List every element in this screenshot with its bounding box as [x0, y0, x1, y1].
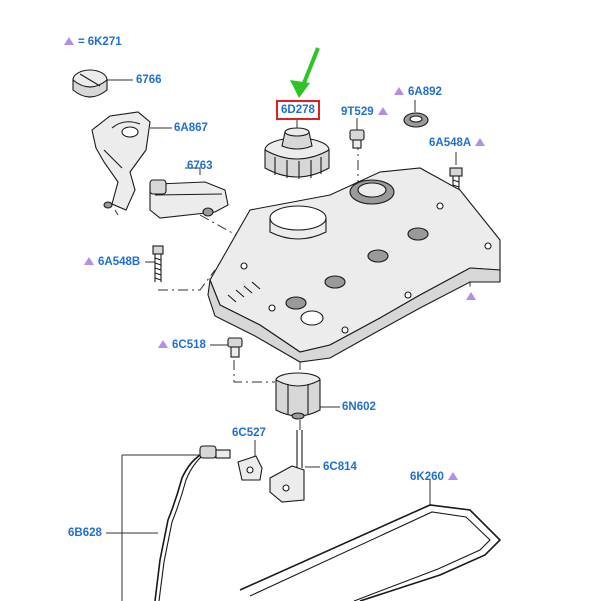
- purple-triangle-icon: [84, 257, 94, 265]
- sealing-plug-part: [349, 129, 365, 149]
- label-6a892-text: 6A892: [408, 86, 442, 98]
- separator-cap-part: [275, 372, 321, 420]
- label-9t529-text: 9T529: [341, 106, 374, 118]
- label-6n602: 6N602: [342, 401, 376, 413]
- label-9t529: 9T529: [341, 105, 388, 119]
- label-6c518: 6C518: [158, 338, 206, 352]
- label-6k260: 6K260: [410, 470, 458, 484]
- label-6b628: 6B628: [68, 527, 102, 539]
- leader-lines: [105, 79, 457, 601]
- label-6d278-highlighted: 6D278: [276, 100, 320, 120]
- stud-bolt-b-part: [152, 245, 164, 282]
- label-6766: 6766: [136, 74, 162, 86]
- oil-dipstick-tube-part: [154, 445, 231, 601]
- oil-level-sensor-part: [269, 430, 305, 503]
- marker-cover: [466, 290, 476, 304]
- sensor-bracket-part: [237, 455, 263, 481]
- valve-cover-part: [207, 167, 501, 363]
- breather-hose-part: [149, 179, 229, 219]
- purple-triangle-icon: [475, 138, 486, 146]
- legend-6k271: =6K271: [64, 35, 122, 49]
- oil-filler-cap-part: [72, 69, 108, 98]
- label-6a548a: 6A548A: [429, 136, 486, 150]
- purple-triangle-icon: [158, 340, 168, 348]
- label-6a892: 6A892: [394, 85, 442, 99]
- label-6a548b-text: 6A548B: [98, 256, 141, 268]
- label-6c527: 6C527: [232, 427, 266, 439]
- purple-triangle-icon: [64, 37, 74, 45]
- bolt-part: [227, 337, 243, 358]
- purple-triangle-icon: [447, 472, 458, 480]
- purple-triangle-icon: [394, 87, 404, 95]
- oil-separator-bracket-part: [91, 111, 151, 211]
- legend-equals: =: [78, 36, 85, 48]
- purple-triangle-icon: [377, 107, 388, 115]
- label-6a548b: 6A548B: [84, 255, 140, 269]
- oil-filter-cap-part: [264, 127, 330, 179]
- label-6k260-text: 6K260: [410, 471, 444, 483]
- label-6a548a-text: 6A548A: [429, 137, 472, 149]
- green-pointer-arrow-icon: [290, 47, 320, 98]
- grommet-part: [403, 112, 429, 128]
- label-6k271: 6K271: [87, 36, 122, 48]
- label-6763: 6763: [187, 160, 213, 172]
- label-6c814: 6C814: [323, 461, 357, 473]
- purple-triangle-icon: [466, 292, 476, 300]
- label-6a867: 6A867: [174, 122, 208, 134]
- cover-gasket-part: [239, 504, 502, 601]
- label-6c518-text: 6C518: [172, 339, 206, 351]
